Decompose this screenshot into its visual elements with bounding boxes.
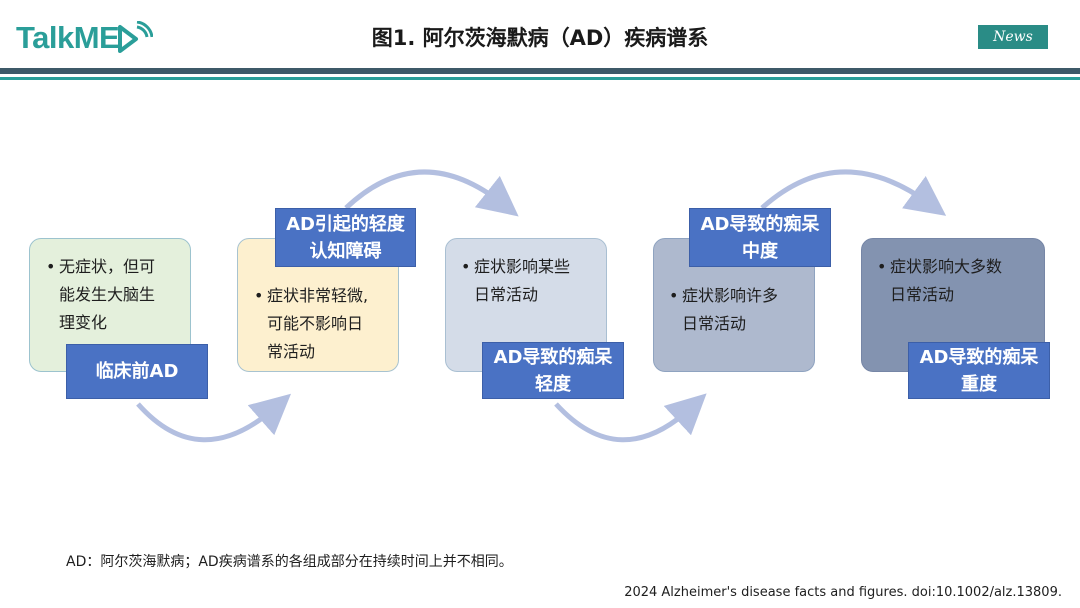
footnote: AD：阿尔茨海默病；AD疾病谱系的各组成部分在持续时间上并不相同。 — [66, 554, 513, 570]
logo-text: TalkME — [16, 20, 120, 55]
talkmed-logo: TalkME — [16, 18, 154, 58]
reference-citation: 2024 Alzheimer's disease facts and figur… — [624, 585, 1062, 600]
arrow-up-1 — [344, 169, 519, 217]
stage-tag-2: AD引起的轻度 认知障碍 — [275, 208, 416, 267]
header-rule-dark — [0, 68, 1080, 74]
stage-text-2: • 症状非常轻微, 可能不影响日 常活动 — [254, 286, 369, 361]
arrow-up-2 — [760, 169, 947, 216]
stage-tag-4: AD导致的痴呆 中度 — [689, 208, 831, 267]
stage-text-5: • 症状影响大多数 日常活动 — [877, 257, 1003, 304]
play-signal-icon — [118, 21, 154, 53]
stage-tag-5: AD导致的痴呆 重度 — [908, 342, 1050, 399]
stage-text-3: • 症状影响某些 日常活动 — [461, 257, 571, 304]
stage-text-4: • 症状影响许多 日常活动 — [669, 286, 779, 333]
page-title: 图1. 阿尔茨海默病（AD）疾病谱系 — [371, 26, 709, 50]
arrow-down-1 — [136, 393, 292, 443]
news-badge: News — [978, 25, 1048, 49]
stage-tag-3: AD导致的痴呆 轻度 — [482, 342, 624, 399]
stage-tag-1: 临床前AD — [66, 344, 208, 399]
arrow-down-2 — [554, 393, 707, 443]
stage-text-1: • 无症状，但可 能发生大脑生 理变化 — [46, 257, 156, 332]
header-rule-teal — [0, 77, 1080, 80]
